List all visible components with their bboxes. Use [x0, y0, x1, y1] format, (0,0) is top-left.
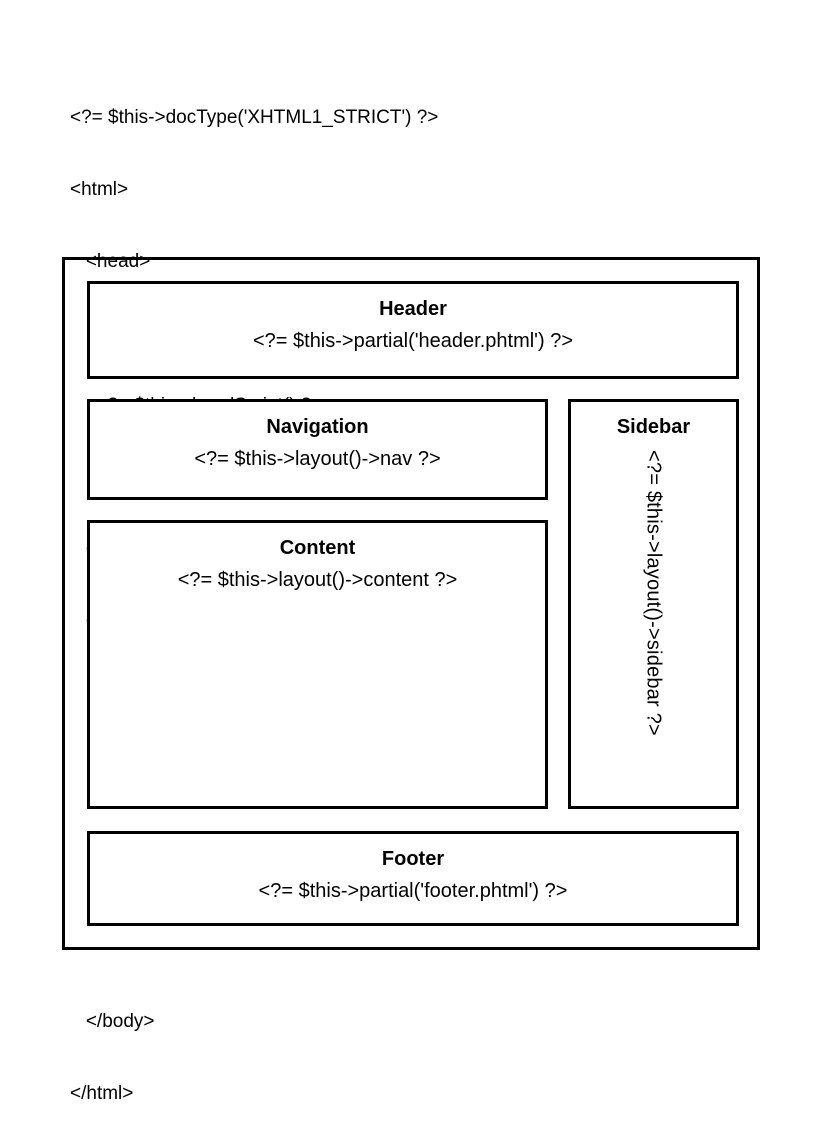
region-content: Content <?= $this->layout()->content ?>: [87, 520, 548, 809]
region-content-title: Content: [279, 537, 356, 559]
region-header-title: Header: [379, 298, 447, 320]
code-line-html-open: <html>: [70, 179, 129, 200]
code-line-body-close: </body>: [70, 1011, 155, 1032]
code-line-head-open: <head>: [70, 251, 151, 272]
zend-layout-diagram-page: { "code_top": { "lines": [ "<?= $this->d…: [62, 107, 760, 1104]
region-footer-title: Footer: [381, 848, 445, 870]
region-footer: Footer <?= $this->partial('footer.phtml'…: [87, 831, 739, 926]
region-footer-code: <?= $this->partial('footer.phtml') ?>: [258, 880, 568, 902]
body-container-box: Header <?= $this->partial('header.phtml'…: [62, 257, 760, 950]
region-navigation: Navigation <?= $this->layout()->nav ?>: [87, 399, 548, 500]
region-sidebar-code: <?= $this->layout()->sidebar ?>: [642, 450, 665, 736]
code-line-html-close: </html>: [70, 1083, 134, 1104]
code-block-bottom: </body> </html>: [70, 962, 155, 1130]
region-navigation-code: <?= $this->layout()->nav ?>: [194, 448, 441, 470]
region-sidebar: Sidebar <?= $this->layout()->sidebar ?>: [568, 399, 739, 809]
region-sidebar-code-wrap: <?= $this->layout()->sidebar ?>: [571, 450, 736, 800]
code-line-doctype: <?= $this->docType('XHTML1_STRICT') ?>: [70, 107, 439, 128]
region-sidebar-title: Sidebar: [616, 416, 691, 438]
region-navigation-title: Navigation: [266, 416, 369, 438]
region-header-code: <?= $this->partial('header.phtml') ?>: [252, 330, 574, 352]
region-header: Header <?= $this->partial('header.phtml'…: [87, 281, 739, 379]
region-content-code: <?= $this->layout()->content ?>: [177, 569, 458, 591]
